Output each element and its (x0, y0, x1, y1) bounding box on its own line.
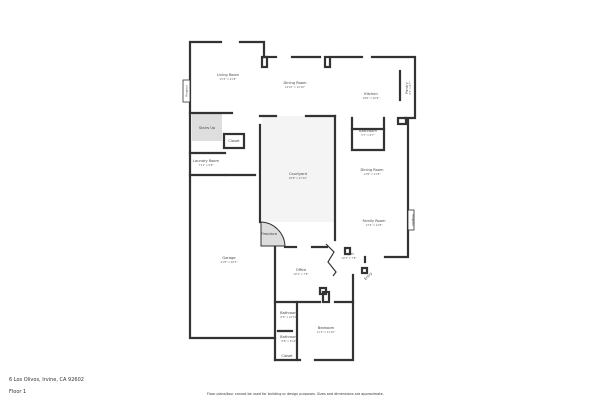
room-dining-room-2: Dining Room (361, 168, 384, 172)
fireplace-right-label: Fireplace (411, 214, 415, 226)
room-bathroom-2: Bathroom (280, 311, 298, 315)
room-dims: 21'8" x 28'3" (221, 260, 238, 264)
room-dims: 7'11" x 6'8" (198, 163, 213, 167)
room-bathroom-3: Bathroom (280, 335, 298, 339)
fireplace-right (407, 209, 415, 231)
room-living-room: Living Room (217, 73, 240, 77)
stairs-fill (192, 114, 222, 141)
room-office: Office (296, 268, 307, 272)
walls (188, 40, 417, 362)
room-laundry: Laundry Room (193, 159, 220, 163)
room-dims: 15'3" x 21'8" (220, 77, 237, 81)
room-dims: 11'2" x 11'10" (317, 330, 336, 334)
room-dims: 5'7" x 6'7" (361, 133, 375, 137)
room-entry: Entry (363, 271, 373, 281)
courtyard-fill (262, 116, 334, 222)
room-pantry: Pantry (405, 81, 409, 93)
room-fireplace: Fireplace (261, 232, 278, 236)
room-dims: 18'8" x 27'10" (289, 176, 308, 180)
room-dining-room: Dining Room (284, 81, 307, 85)
room-closet-2: Closet (281, 354, 293, 358)
room-stairs: Stairs Up (199, 126, 216, 130)
room-bedroom: Bedroom (318, 326, 335, 330)
room-dims: 10'1" x 7'8" (293, 272, 308, 276)
fireplace-left (182, 79, 191, 103)
room-dims: 13'8" x 11'8" (364, 172, 381, 176)
address: 6 Los Olivos, Irvine, CA 92602 (9, 377, 84, 383)
room-kitchen: Kitchen (364, 92, 378, 96)
room-family-room: Family Room (363, 219, 386, 223)
room-labels: Living Room 15'3" x 21'8" Dining Room 14… (193, 73, 412, 358)
room-foyer: Foyer (344, 252, 354, 256)
disclaimer: Floor plans/tour cannot be used for buil… (207, 392, 384, 396)
floor-label: Floor 1 (9, 389, 27, 395)
room-dims: 4'1" x 6'7" (408, 81, 412, 95)
room-courtyard: Courtyard (289, 172, 307, 176)
room-closet: Closet (228, 139, 240, 143)
room-garage: Garage (222, 256, 236, 260)
room-dims: 8'8" x 6'10" (281, 339, 296, 343)
room-dims: 18'6" x 16'9" (363, 96, 380, 100)
room-dims: 10'3" x 7'8" (341, 256, 356, 260)
fireplace-left-label: Fireplace (185, 85, 189, 97)
room-dims: 13'3" x 14'8" (366, 223, 383, 227)
room-bathroom: Bathroom (359, 129, 377, 133)
room-dims: 8'6" x 10'10" (281, 315, 298, 319)
room-dims: 14'10" x 12'10" (285, 85, 305, 89)
